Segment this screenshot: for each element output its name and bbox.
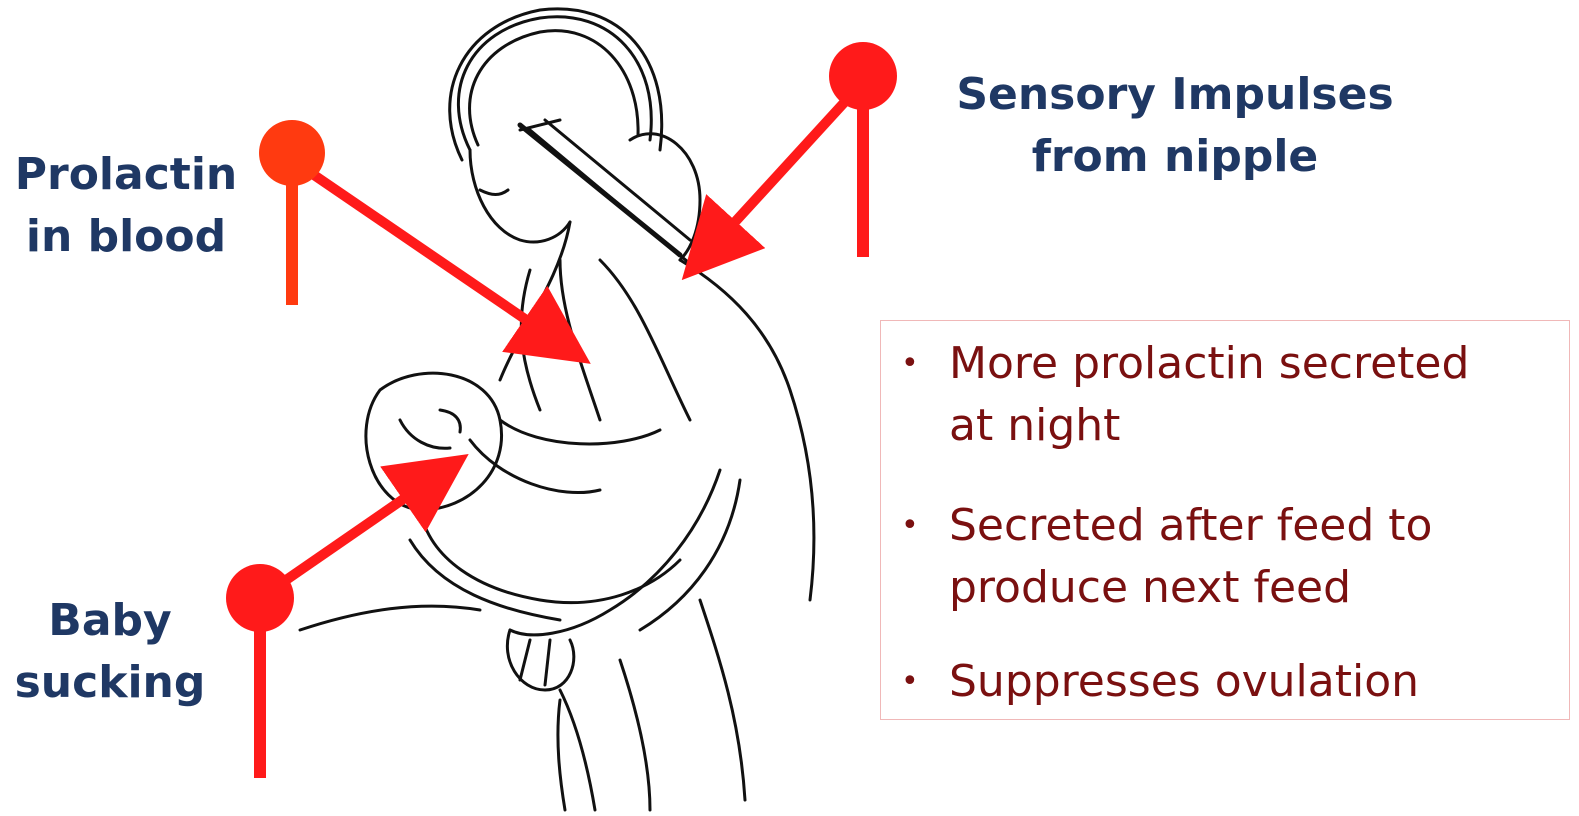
- note-line2: at night: [949, 400, 1120, 451]
- pointer-baby: [226, 471, 444, 778]
- label-prolactin-line1: Prolactin: [6, 144, 246, 206]
- mother-breastfeeding-illustration: [300, 9, 814, 810]
- pointer-baby-head: [226, 564, 294, 632]
- prolactin-notes-box: • More prolactin secreted at night • Sec…: [880, 320, 1570, 720]
- bullet-icon: •: [901, 495, 919, 557]
- note-line2: produce next feed: [949, 562, 1351, 613]
- pointer-sensory-head: [829, 42, 897, 110]
- note-text: Secreted after feed to produce next feed: [949, 495, 1569, 619]
- label-sensory-line2: from nipple: [930, 126, 1420, 188]
- label-baby-sucking: Baby sucking: [0, 590, 220, 714]
- pointer-sensory: [702, 42, 897, 258]
- note-text: Suppresses ovulation: [949, 651, 1569, 713]
- pointer-prolactin-arrow: [292, 160, 566, 347]
- note-line1: Suppresses ovulation: [949, 656, 1419, 707]
- label-sensory-impulses: Sensory Impulses from nipple: [930, 64, 1420, 188]
- note-line1: More prolactin secreted: [949, 338, 1469, 389]
- pointer-sensory-arrow: [702, 82, 863, 258]
- label-baby-line1: Baby: [0, 590, 220, 652]
- pointer-prolactin-head: [259, 120, 325, 186]
- note-line1: Secreted after feed to: [949, 500, 1432, 551]
- pointer-prolactin: [259, 120, 566, 347]
- label-prolactin-line2: in blood: [6, 206, 246, 268]
- bullet-icon: •: [901, 651, 919, 713]
- label-sensory-line1: Sensory Impulses: [930, 64, 1420, 126]
- label-baby-line2: sucking: [0, 652, 220, 714]
- bullet-icon: •: [901, 333, 919, 395]
- label-prolactin-in-blood: Prolactin in blood: [6, 144, 246, 268]
- note-text: More prolactin secreted at night: [949, 333, 1569, 457]
